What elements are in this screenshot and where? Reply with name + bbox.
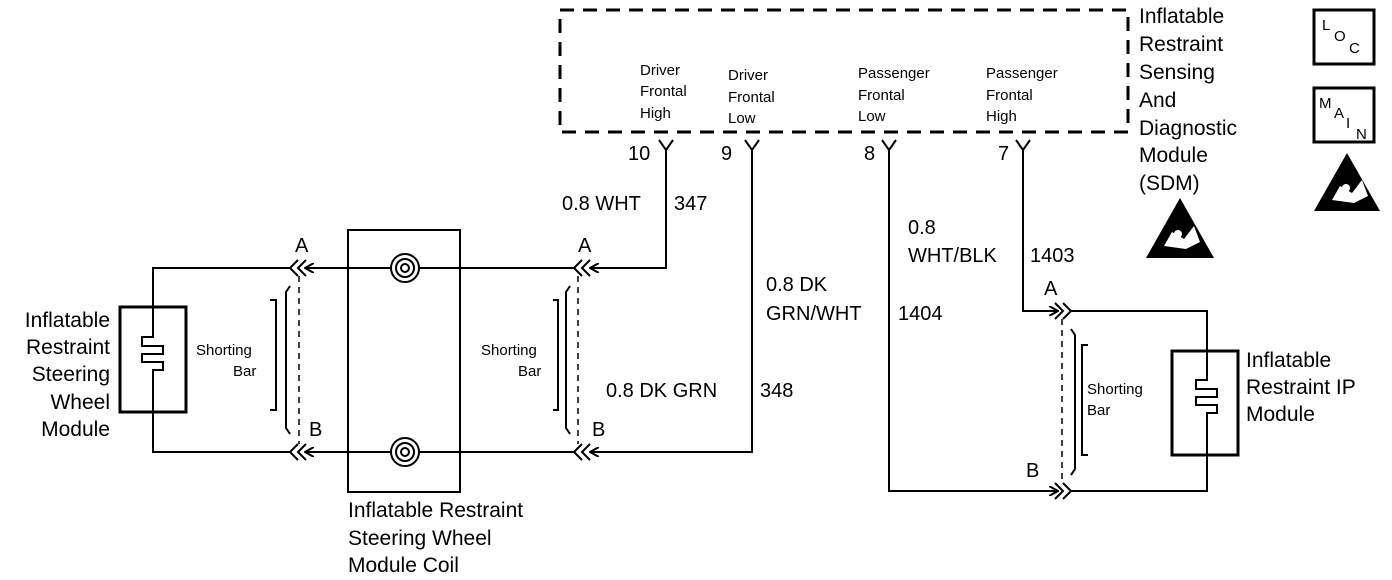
squib-icon [1195, 351, 1218, 455]
coil-left-connector: A B Shorting Bar [196, 235, 322, 461]
coil-right-connector: A B Shorting Bar [481, 235, 605, 461]
sdm-label-line: Module [1139, 144, 1208, 167]
svg-text:Steering: Steering [32, 363, 110, 386]
pin-8-description: Passenger Frontal Low [858, 65, 930, 125]
wire-1404-circuit: 1404 [898, 303, 943, 325]
pin-7-description: Passenger Frontal High [986, 65, 1058, 125]
sdm-label-line: Sensing [1139, 61, 1215, 84]
ip-module-box [1170, 349, 1240, 457]
main-icon: M A I N [1312, 86, 1376, 144]
svg-text:C: C [1349, 40, 1360, 57]
svg-text:Module: Module [1246, 403, 1315, 426]
svg-text:Passenger: Passenger [858, 65, 930, 82]
sdm-label-line: Diagnostic [1139, 117, 1237, 140]
svg-text:Inflatable: Inflatable [25, 309, 110, 332]
coil-spiral-icon [390, 437, 420, 467]
shorting-bar-label: Shorting [481, 342, 537, 359]
wire-1404-line2: GRN/WHT [766, 303, 862, 325]
svg-text:N: N [1356, 126, 1367, 143]
svg-text:Low: Low [858, 108, 886, 125]
wire-1403 [1022, 150, 1058, 311]
svg-text:I: I [1346, 115, 1350, 132]
svg-text:Restraint IP: Restraint IP [1246, 376, 1356, 399]
wire-1403-circuit: 1403 [1030, 245, 1075, 267]
svg-text:Module Coil: Module Coil [348, 554, 459, 577]
shorting-bar-label: Shorting [196, 342, 252, 359]
shorting-bar-label: Bar [233, 363, 256, 380]
svg-text:Passenger: Passenger [986, 65, 1058, 82]
shorting-bar-label: Bar [1087, 402, 1110, 419]
coil-label: Inflatable Restraint Steering Wheel Modu… [348, 499, 523, 577]
svg-text:Steering Wheel: Steering Wheel [348, 527, 492, 550]
sdm-box [558, 8, 1130, 134]
steering-module-wire [152, 267, 290, 307]
wire-348-circuit: 348 [760, 380, 793, 402]
esd-warning-icon [1314, 153, 1380, 211]
svg-text:Module: Module [41, 418, 110, 441]
wire-348 [590, 150, 753, 452]
pin-9-terminal [744, 139, 760, 152]
pin-10-terminal [658, 139, 674, 152]
pin-9-number: 9 [721, 143, 732, 165]
steering-module-label: Inflatable Restraint Steering Wheel Modu… [25, 309, 110, 441]
squib-icon [141, 307, 164, 412]
svg-text:A: A [1334, 105, 1344, 122]
coil-left-pin-b: B [309, 419, 322, 441]
wire-347 [590, 150, 667, 268]
svg-text:O: O [1334, 28, 1346, 45]
sdm-label-line: Inflatable [1139, 5, 1224, 28]
svg-text:Low: Low [728, 110, 756, 127]
svg-text:M: M [1319, 95, 1332, 112]
svg-text:High: High [986, 108, 1017, 125]
svg-text:Restraint: Restraint [26, 336, 110, 359]
clockspring-coil-body [347, 229, 461, 493]
wire-347-color: 0.8 WHT [562, 193, 641, 215]
coil-spiral-icon [390, 253, 420, 283]
wire-1404-line1: 0.8 DK [766, 274, 828, 296]
ip-module-wire [1071, 455, 1208, 492]
wire-347-circuit: 347 [674, 193, 707, 215]
pin-8-number: 8 [864, 143, 875, 165]
sdm-label-line: Restraint [1139, 33, 1223, 56]
loc-icon: L O C [1312, 8, 1376, 66]
coil-left-pin-a: A [295, 235, 309, 257]
svg-text:Frontal: Frontal [858, 87, 905, 104]
svg-text:High: High [640, 105, 671, 122]
svg-text:Inflatable Restraint: Inflatable Restraint [348, 499, 523, 522]
shorting-bar-label: Bar [518, 363, 541, 380]
svg-text:Wheel: Wheel [50, 391, 110, 414]
svg-text:Frontal: Frontal [986, 87, 1033, 104]
pin-10-number: 10 [628, 143, 650, 165]
sdm-label: Inflatable Restraint Sensing And Diagnos… [1139, 5, 1237, 195]
ip-module-label: Inflatable Restraint IP Module [1246, 349, 1356, 426]
wire-1403-line2: WHT/BLK [908, 245, 998, 267]
svg-text:L: L [1322, 17, 1330, 34]
wire-348-color: 0.8 DK GRN [606, 380, 717, 402]
ip-pin-b: B [1026, 460, 1039, 482]
sdm-label-line: (SDM) [1139, 172, 1200, 195]
coil-right-pin-a: A [578, 235, 592, 257]
svg-text:Inflatable: Inflatable [1246, 349, 1331, 372]
esd-warning-icon [1146, 198, 1214, 258]
pin-10-description: Driver Frontal High [640, 62, 687, 122]
svg-text:Driver: Driver [640, 62, 680, 79]
ip-module-wire [1071, 310, 1208, 351]
svg-text:Frontal: Frontal [640, 83, 687, 100]
steering-module-wire [152, 412, 290, 453]
pin-8-terminal [881, 139, 897, 152]
pin-9-description: Driver Frontal Low [728, 67, 775, 127]
svg-text:Frontal: Frontal [728, 89, 775, 106]
pin-7-terminal [1015, 139, 1031, 152]
wire-1404 [888, 150, 1058, 491]
coil-right-pin-b: B [592, 419, 605, 441]
svg-text:Driver: Driver [728, 67, 768, 84]
ip-pin-a: A [1044, 278, 1058, 300]
shorting-bar-label: Shorting [1087, 381, 1143, 398]
sdm-label-line: And [1139, 89, 1176, 112]
wire-1403-line1: 0.8 [908, 217, 936, 239]
pin-7-number: 7 [998, 143, 1009, 165]
